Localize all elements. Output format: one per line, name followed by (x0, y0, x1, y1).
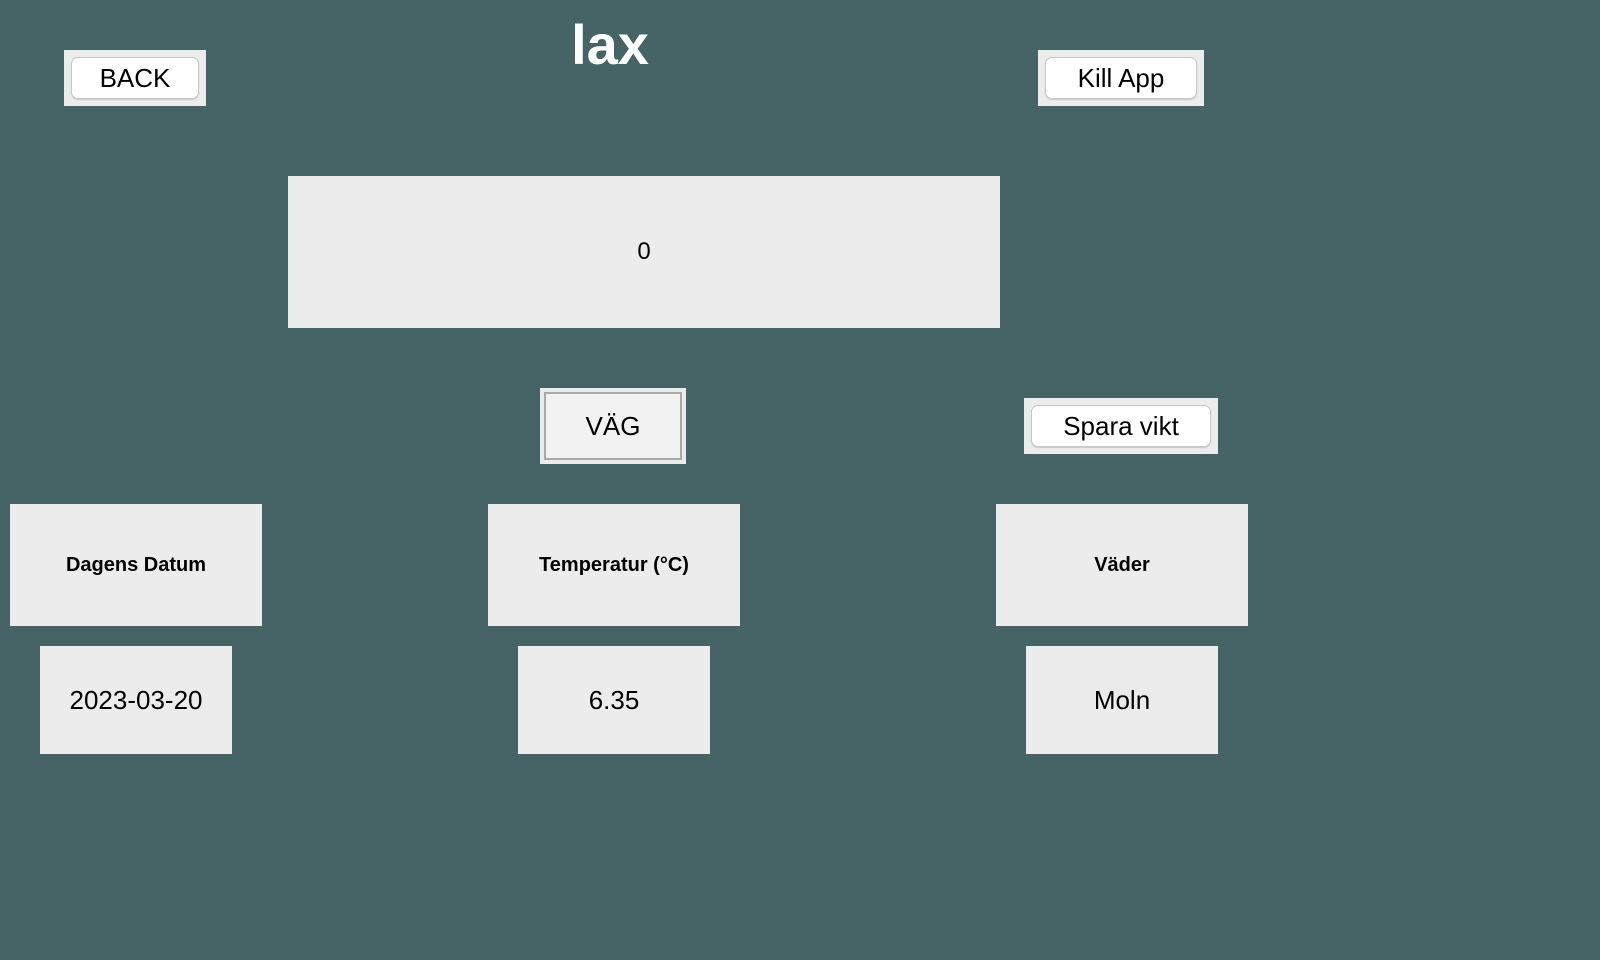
date-label: Dagens Datum (10, 504, 262, 626)
weather-value: Moln (1026, 646, 1218, 754)
date-value: 2023-03-20 (40, 646, 232, 754)
back-button[interactable]: BACK (71, 57, 199, 99)
kill-app-button-frame: Kill App (1038, 50, 1204, 106)
save-weight-button-frame: Spara vikt (1024, 398, 1218, 454)
weight-display: 0 (288, 176, 1000, 328)
back-button-frame: BACK (64, 50, 206, 106)
page-title: lax (571, 13, 649, 76)
temperature-value: 6.35 (518, 646, 710, 754)
weigh-button-frame: VÄG (540, 388, 686, 464)
weigh-button[interactable]: VÄG (544, 392, 682, 460)
weather-label: Väder (996, 504, 1248, 626)
kill-app-button[interactable]: Kill App (1045, 57, 1197, 99)
save-weight-button[interactable]: Spara vikt (1031, 405, 1211, 447)
temperature-label: Temperatur (°C) (488, 504, 740, 626)
